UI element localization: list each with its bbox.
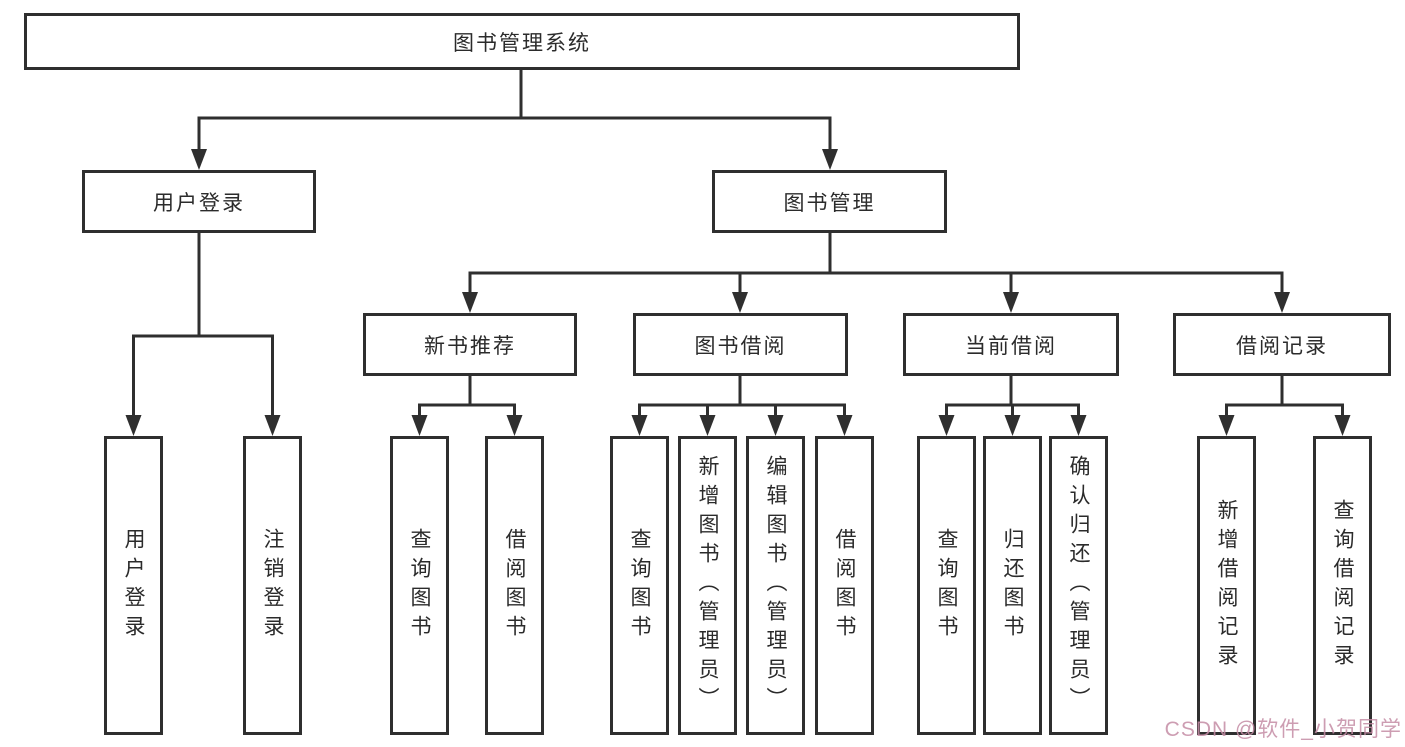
leaf-current-return-book: 归还图书 <box>983 436 1042 735</box>
node-user-login: 用户登录 <box>82 170 316 233</box>
node-root-library-system: 图书管理系统 <box>24 13 1020 70</box>
leaf-current-query-book: 查询图书 <box>917 436 976 735</box>
leaf-current-query-book-label: 查询图书 <box>935 527 958 644</box>
csdn-watermark: CSDN @软件_小贺同学 <box>1164 718 1402 741</box>
leaf-current-return-book-label: 归还图书 <box>1001 527 1024 644</box>
leaf-current-confirm-return-admin-label: 确认归还（管理员） <box>1067 455 1090 716</box>
node-book-borrow: 图书借阅 <box>633 313 848 376</box>
leaf-current-confirm-return-admin: 确认归还（管理员） <box>1049 436 1108 735</box>
leaf-rec-borrow-book-label: 借阅图书 <box>503 527 526 644</box>
leaf-logout-label: 注销登录 <box>261 527 284 644</box>
leaf-user-login: 用户登录 <box>104 436 163 735</box>
leaf-record-query-record-label: 查询借阅记录 <box>1331 498 1354 673</box>
node-new-book-recommend: 新书推荐 <box>363 313 577 376</box>
leaf-borrow-edit-book-admin-label: 编辑图书（管理员） <box>764 455 787 716</box>
leaf-record-query-record: 查询借阅记录 <box>1313 436 1372 735</box>
leaf-logout: 注销登录 <box>243 436 302 735</box>
leaf-record-add-record: 新增借阅记录 <box>1197 436 1256 735</box>
leaf-rec-borrow-book: 借阅图书 <box>485 436 544 735</box>
arrowheads <box>125 149 1351 436</box>
leaf-rec-query-book: 查询图书 <box>390 436 449 735</box>
leaf-rec-query-book-label: 查询图书 <box>408 527 431 644</box>
node-current-borrow: 当前借阅 <box>903 313 1119 376</box>
leaf-user-login-label: 用户登录 <box>122 527 145 644</box>
node-borrow-record: 借阅记录 <box>1173 313 1391 376</box>
node-book-management: 图书管理 <box>712 170 947 233</box>
leaf-borrow-edit-book-admin: 编辑图书（管理员） <box>746 436 805 735</box>
leaf-borrow-add-book-admin: 新增图书（管理员） <box>678 436 737 735</box>
leaf-borrow-borrow-book: 借阅图书 <box>815 436 874 735</box>
leaf-borrow-borrow-book-label: 借阅图书 <box>833 527 856 644</box>
leaf-borrow-query-book-label: 查询图书 <box>628 527 651 644</box>
leaf-borrow-add-book-admin-label: 新增图书（管理员） <box>696 455 719 716</box>
leaf-borrow-query-book: 查询图书 <box>610 436 669 735</box>
leaf-record-add-record-label: 新增借阅记录 <box>1215 498 1238 673</box>
